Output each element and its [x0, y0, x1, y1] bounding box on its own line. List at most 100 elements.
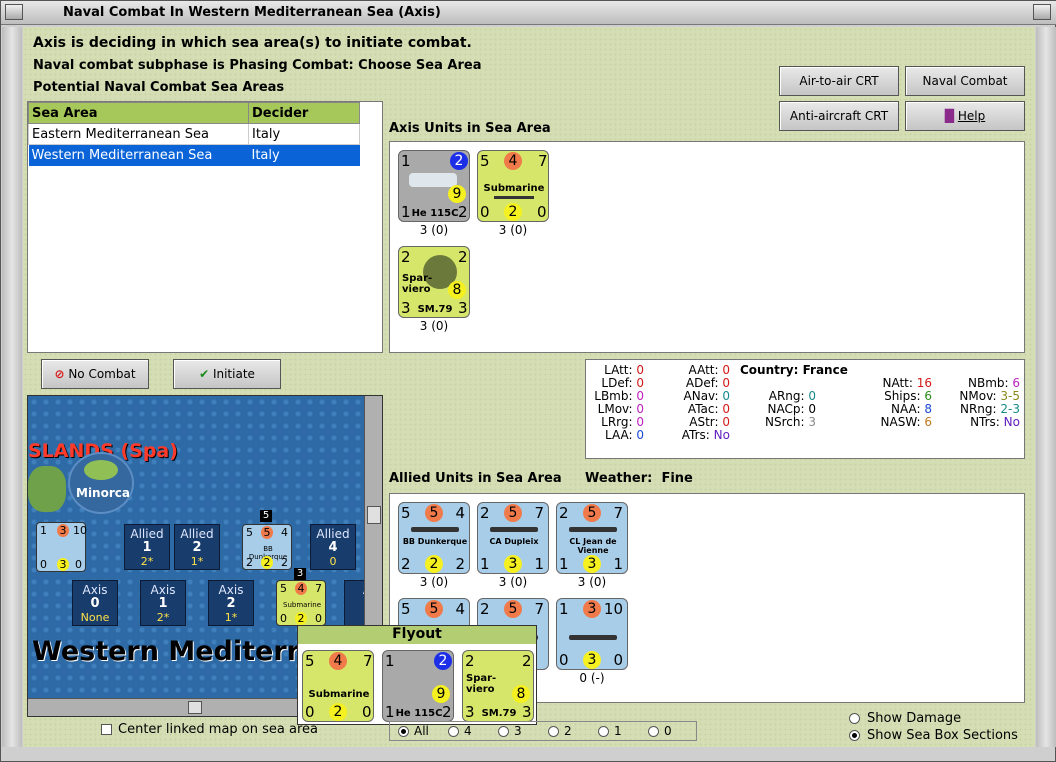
counter-value: 2: [450, 152, 468, 170]
center-map-checkbox[interactable]: [101, 724, 112, 735]
title-bar[interactable]: Naval Combat In Western Mediterranean Se…: [1, 1, 1056, 25]
flyout-counter-he115c[interactable]: 1 2 9 1 He 115C 2: [382, 650, 454, 722]
status-heading: Axis is deciding in which sea area(s) to…: [33, 35, 472, 51]
stat-label: ANav:: [683, 389, 719, 403]
sea-area-table[interactable]: Sea Area Decider Eastern Mediterranean S…: [27, 101, 383, 353]
naval-combat-chart-button[interactable]: Naval Combat Chart: [905, 66, 1025, 116]
warship-icon: [569, 527, 617, 532]
counter-value: 5: [401, 600, 411, 618]
column-header-sea-area[interactable]: Sea Area: [28, 102, 249, 124]
filter-radio-1[interactable]: [598, 726, 609, 737]
center-map-label: Center linked map on sea area: [118, 722, 318, 737]
table-row-selected[interactable]: Western Mediterranean Sea Italy: [28, 144, 360, 166]
stat-laa: LAA: 0: [605, 428, 644, 442]
stat-nrng: NRng: 2-3: [960, 402, 1020, 416]
counter-name: SM.79: [417, 304, 453, 315]
filter-radio-3[interactable]: [498, 726, 509, 737]
map-unit-stack-submarine[interactable]: 5 4 7 Submarine 0 2 0: [276, 580, 326, 626]
filter-radio-label: 4: [464, 724, 472, 738]
filter-radio-all[interactable]: [398, 726, 409, 737]
map-horizontal-scrollbar[interactable]: [28, 698, 364, 716]
sea-box-val: 1*: [224, 611, 238, 624]
stat-value: 6: [920, 415, 932, 429]
stat-value: 0: [632, 376, 644, 390]
stat-nacp: NACp: 0: [768, 402, 816, 416]
counter-value: 5: [504, 600, 522, 618]
unit-counter-sm79[interactable]: 2 2 Spar-viero 8 3 SM.79 3: [398, 246, 470, 318]
show-sections-radio[interactable]: [849, 730, 860, 741]
stat-value: No: [709, 428, 730, 442]
unit-count: 3 (0): [498, 575, 528, 589]
sea-box-val: 1*: [190, 555, 204, 568]
filter-radio-4[interactable]: [448, 726, 459, 737]
counter-name: He 115C: [395, 708, 443, 719]
unit-counter-he115c[interactable]: 1 2 9 1 He 115C 2: [398, 150, 470, 222]
map-unit-stack-dunkerque[interactable]: 5 5 4 BB Dunkerque 2 2 2: [242, 524, 292, 570]
column-header-decider[interactable]: Decider: [248, 102, 360, 124]
stat-label: NRng:: [959, 402, 997, 416]
counter-value: 1: [401, 203, 411, 221]
stat-lrrg: LRrg: 0: [601, 415, 644, 429]
show-damage-label: Show Damage: [867, 711, 962, 726]
sea-box-num: 4: [328, 540, 338, 555]
linked-map-view[interactable]: SLANDS (Spa) Minorca 1 3 10 0 3 0 Allied…: [27, 395, 383, 717]
stat-value: 0: [804, 389, 816, 403]
air-to-air-crt-button[interactable]: Air-to-air CRT: [779, 66, 899, 96]
counter-value: 10: [603, 600, 623, 618]
scrollbar-thumb[interactable]: [188, 701, 202, 714]
map-vertical-scrollbar[interactable]: [364, 396, 382, 698]
system-menu-button[interactable]: [5, 4, 23, 20]
stat-value: 0: [718, 363, 730, 377]
stat-label: ADef:: [685, 376, 719, 390]
stat-value: 3: [804, 415, 816, 429]
map-unit-stack[interactable]: 1 3 10 0 3 0: [36, 522, 87, 572]
filter-radio-2[interactable]: [548, 726, 559, 737]
help-button[interactable]: █ Help: [905, 101, 1025, 131]
counter-value: 7: [538, 152, 548, 170]
submarine-icon: [494, 196, 534, 199]
window-title: Naval Combat In Western Mediterranean Se…: [63, 5, 441, 20]
left-frame: [2, 27, 22, 747]
flyout-panel[interactable]: Flyout 5 4 7 Submarine 0 2 0 1 2 9 1 He …: [297, 625, 537, 725]
flyout-title: Flyout: [298, 626, 536, 644]
stat-value: 6: [920, 389, 932, 403]
counter-value: 2: [559, 504, 569, 522]
stat-label: ATrs:: [681, 428, 710, 442]
anti-aircraft-crt-button[interactable]: Anti-aircraft CRT: [779, 101, 899, 131]
close-button[interactable]: [1033, 4, 1051, 20]
stat-label: LAtt:: [604, 363, 633, 377]
stat-label: Ships:: [884, 389, 921, 403]
initiate-combat-button[interactable]: ✔ Initiate Combat: [173, 359, 281, 409]
table-row[interactable]: Eastern Mediterranean Sea Italy: [28, 123, 360, 145]
flyout-counter-sm79[interactable]: 2 2 Spar-viero 8 3 SM.79 3: [462, 650, 534, 722]
counter-value: 5: [480, 152, 490, 170]
stat-nasw: NASW: 6: [881, 415, 932, 429]
show-damage-radio[interactable]: [849, 713, 860, 724]
unit-count: 0 (-): [579, 671, 605, 685]
sea-box-label: Axis: [150, 583, 176, 597]
filter-radio-0[interactable]: [648, 726, 659, 737]
filter-radio-label: All: [414, 724, 429, 738]
unit-counter-submarine[interactable]: 5 4 7 Submarine 0 2 0: [477, 150, 549, 222]
scrollbar-thumb[interactable]: [367, 506, 381, 524]
counter-value: 1: [40, 524, 47, 537]
island-shape: [28, 466, 66, 512]
stat-nsrch: NSrch: 3: [765, 415, 816, 429]
sea-box-val: 0: [329, 555, 337, 568]
no-combat-button[interactable]: ⊘ No Combat: [41, 359, 149, 389]
flyout-counter-submarine[interactable]: 5 4 7 Submarine 0 2 0: [302, 650, 374, 722]
stack-count: 5: [260, 510, 272, 522]
stat-label: NAA:: [890, 402, 921, 416]
